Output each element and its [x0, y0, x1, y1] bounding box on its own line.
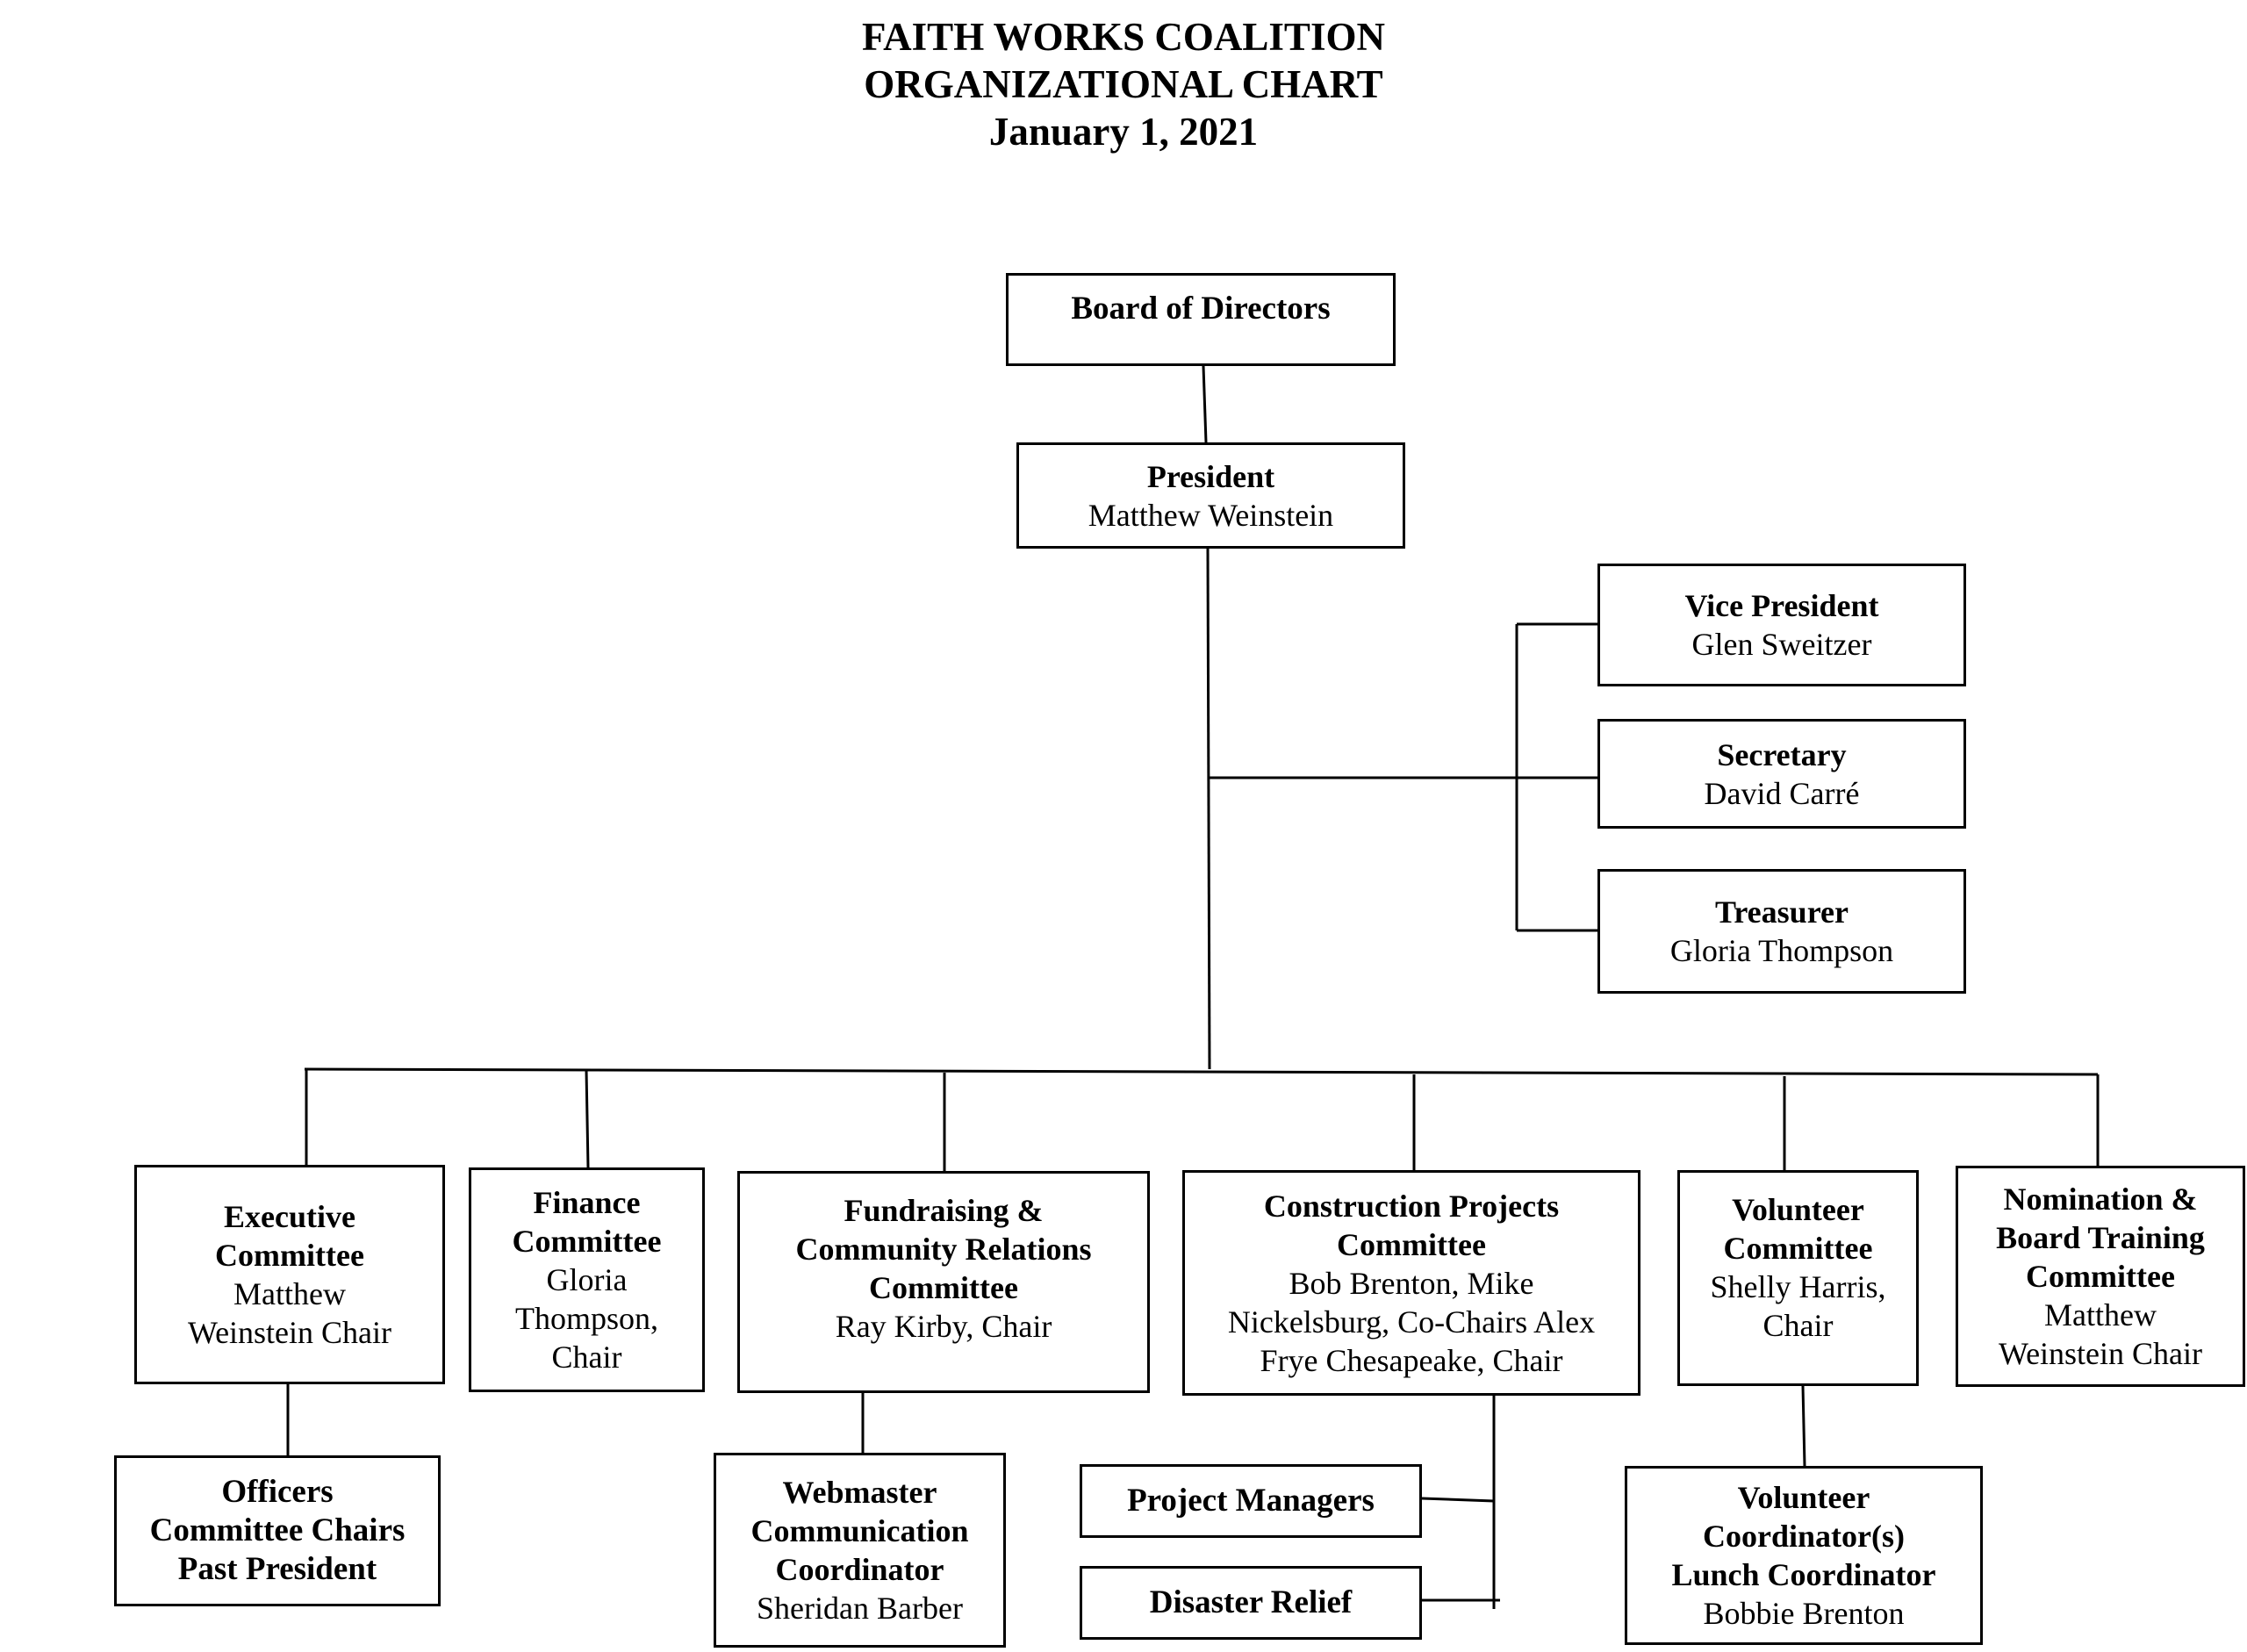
volunteer-committee-chair: Shelly Harris, Chair: [1710, 1269, 1886, 1343]
volunteer-committee-title: Volunteer Committee: [1723, 1192, 1873, 1266]
volunteer-coordinator-box: Volunteer Coordinator(s) Lunch Coordinat…: [1625, 1466, 1983, 1645]
connector-committee-bus: [304, 1067, 2099, 1076]
officers-title: Officers Committee Chairs Past President: [149, 1474, 406, 1587]
treasurer-box: Treasurer Gloria Thompson: [1597, 869, 1966, 994]
president-name: Matthew Weinstein: [1088, 497, 1334, 533]
volunteer-coordinator-name: Bobbie Brenton: [1703, 1596, 1905, 1631]
construction-committee-chairs: Bob Brenton, Mike Nickelsburg, Co-Chairs…: [1227, 1265, 1596, 1378]
connector-board-president: [1202, 365, 1208, 443]
executive-committee-title: Executive Committee: [215, 1199, 364, 1273]
webmaster-name: Sheridan Barber: [757, 1591, 963, 1626]
vice-president-name: Glen Sweitzer: [1691, 627, 1872, 662]
finance-committee-box: Finance Committee Gloria Thompson, Chair: [469, 1167, 705, 1392]
nomination-committee-box: Nomination & Board Training Committee Ma…: [1956, 1166, 2245, 1387]
disaster-relief-title: Disaster Relief: [1149, 1584, 1353, 1620]
disaster-relief-box: Disaster Relief: [1080, 1566, 1422, 1640]
secretary-name: David Carré: [1704, 775, 1860, 811]
project-managers-title: Project Managers: [1127, 1483, 1375, 1519]
chart-date: January 1, 2021: [988, 110, 1259, 154]
officers-box: Officers Committee Chairs Past President: [114, 1455, 441, 1606]
nomination-committee-chair: Matthew Weinstein Chair: [1998, 1297, 2203, 1371]
vice-president-box: Vice President Glen Sweitzer: [1597, 564, 1966, 686]
volunteer-committee-box: Volunteer Committee Shelly Harris, Chair: [1677, 1170, 1919, 1386]
vice-president-title: Vice President: [1684, 588, 1879, 623]
fundraising-committee-title: Fundraising & Community Relations Commit…: [795, 1193, 1092, 1305]
webmaster-title: Webmaster Communication Coordinator: [750, 1475, 969, 1587]
president-title: President: [1146, 458, 1275, 494]
construction-committee-box: Construction Projects Committee Bob Bren…: [1182, 1170, 1640, 1396]
connector-president-trunk: [1206, 548, 1211, 1070]
secretary-title: Secretary: [1717, 736, 1847, 772]
connector-project-managers: [1421, 1497, 1495, 1503]
secretary-box: Secretary David Carré: [1597, 719, 1966, 829]
finance-committee-title: Finance Committee: [512, 1185, 662, 1259]
connector-volunteer-coord: [1801, 1385, 1806, 1467]
volunteer-coordinator-title: Volunteer Coordinator(s) Lunch Coordinat…: [1671, 1480, 1936, 1592]
president-box: President Matthew Weinstein: [1016, 442, 1405, 549]
board-of-directors-box: Board of Directors: [1006, 273, 1396, 366]
connector-finance: [585, 1069, 590, 1168]
executive-committee-box: Executive Committee Matthew Weinstein Ch…: [134, 1165, 445, 1384]
fundraising-committee-box: Fundraising & Community Relations Commit…: [737, 1171, 1150, 1393]
webmaster-box: Webmaster Communication Coordinator Sher…: [714, 1453, 1006, 1648]
project-managers-box: Project Managers: [1080, 1464, 1422, 1538]
nomination-committee-title: Nomination & Board Training Committee: [1996, 1182, 2205, 1294]
chart-title-line2: ORGANIZATIONAL CHART: [864, 62, 1383, 106]
treasurer-title: Treasurer: [1715, 894, 1849, 930]
executive-committee-chair: Matthew Weinstein Chair: [187, 1276, 392, 1350]
finance-committee-chair: Gloria Thompson, Chair: [514, 1262, 658, 1375]
chart-title-line1: FAITH WORKS COALITION: [862, 15, 1385, 59]
board-title: Board of Directors: [1071, 291, 1331, 327]
treasurer-name: Gloria Thompson: [1669, 933, 1894, 968]
construction-committee-title: Construction Projects Committee: [1263, 1188, 1560, 1262]
fundraising-committee-chair: Ray Kirby, Chair: [835, 1309, 1052, 1344]
